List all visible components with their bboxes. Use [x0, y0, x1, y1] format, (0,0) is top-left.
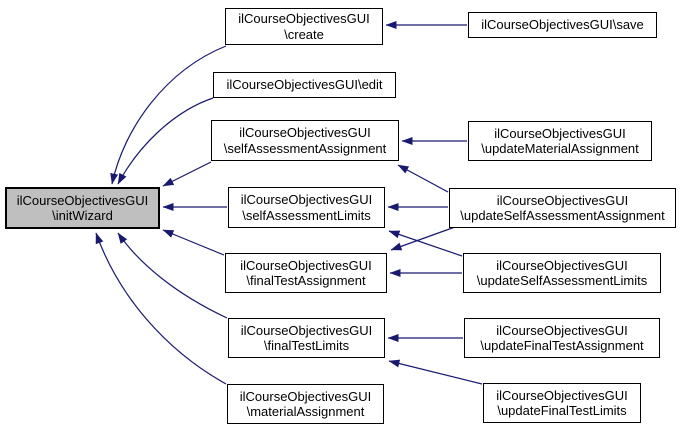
node-label: \updateFinalTestAssignment: [480, 338, 644, 353]
node-label: ilCourseObjectivesGUI: [496, 257, 628, 273]
edge-materialAssignment-to-initWizard: [95, 232, 227, 385]
node-label: ilCourseObjectivesGUI: [238, 11, 370, 26]
node-label: \selfAssessmentAssignment: [223, 140, 387, 156]
node-label: ilCourseObjectivesGUI: [239, 125, 371, 140]
node-label: \finalTestLimits: [263, 338, 350, 353]
node-selfAssessmentAssignment[interactable]: ilCourseObjectivesGUI\selfAssessmentAssi…: [211, 120, 399, 161]
node-initWizard[interactable]: ilCourseObjectivesGUI\initWizard: [5, 187, 160, 229]
node-label: \updateMaterialAssignment: [481, 141, 639, 156]
node-selfAssessmentLimits[interactable]: ilCourseObjectivesGUI\selfAssessmentLimi…: [228, 187, 385, 228]
node-finalTestAssignment[interactable]: ilCourseObjectivesGUI\finalTestAssignmen…: [225, 253, 387, 293]
node-label: ilCourseObjectivesGUI: [240, 257, 372, 273]
node-label: ilCourseObjectivesGUI\edit: [226, 77, 383, 93]
node-save[interactable]: ilCourseObjectivesGUI\save: [468, 12, 657, 38]
edge-updateSelfAssessmentAssignment-to-selfAssessmentAssignment: [397, 164, 449, 193]
node-updateMaterialAssignment[interactable]: ilCourseObjectivesGUI\updateMaterialAssi…: [468, 121, 652, 161]
edge-create-to-initWizard: [110, 45, 227, 185]
node-label: ilCourseObjectivesGUI: [240, 322, 373, 338]
node-label: \updateSelfAssessmentAssignment: [460, 208, 665, 223]
node-label: \selfAssessmentLimits: [242, 207, 371, 223]
node-label: ilCourseObjectivesGUI\save: [481, 17, 644, 33]
node-updateSelfAssessmentAssignment[interactable]: ilCourseObjectivesGUI\updateSelfAssessme…: [449, 188, 676, 228]
node-label: ilCourseObjectivesGUI: [16, 192, 149, 208]
node-label: \materialAssignment: [246, 404, 365, 419]
node-create[interactable]: ilCourseObjectivesGUI\create: [225, 8, 383, 45]
node-label: ilCourseObjectivesGUI: [496, 322, 628, 338]
node-edit[interactable]: ilCourseObjectivesGUI\edit: [213, 72, 396, 98]
node-label: \updateFinalTestLimits: [497, 403, 627, 418]
node-label: ilCourseObjectivesGUI: [240, 192, 373, 207]
node-label: ilCourseObjectivesGUI: [239, 388, 372, 404]
edge-updateFinalTestLimits-to-finalTestLimits: [388, 359, 483, 385]
node-label: ilCourseObjectivesGUI: [496, 387, 628, 403]
edge-selfAssessmentAssignment-to-initWizard: [162, 161, 212, 187]
node-label: \create: [284, 26, 324, 42]
edge-finalTestLimits-to-initWizard: [117, 232, 228, 319]
node-finalTestLimits[interactable]: ilCourseObjectivesGUI\finalTestLimits: [228, 318, 385, 358]
node-label: \initWizard: [52, 208, 113, 223]
edge-edit-to-initWizard: [117, 97, 214, 185]
node-materialAssignment[interactable]: ilCourseObjectivesGUI\materialAssignment: [227, 384, 384, 424]
edge-updateSelfAssessmentAssignment-to-finalTestAssignment: [390, 226, 456, 251]
node-label: ilCourseObjectivesGUI: [496, 192, 629, 208]
node-label: \finalTestAssignment: [246, 273, 366, 288]
node-updateFinalTestLimits[interactable]: ilCourseObjectivesGUI\updateFinalTestLim…: [483, 383, 641, 423]
node-updateSelfAssessmentLimits[interactable]: ilCourseObjectivesGUI\updateSelfAssessme…: [463, 253, 661, 293]
node-label: \updateSelfAssessmentLimits: [476, 273, 648, 288]
edge-finalTestAssignment-to-initWizard: [162, 229, 225, 256]
edge-updateSelfAssessmentLimits-to-selfAssessmentLimits: [388, 230, 463, 257]
node-updateFinalTestAssignment[interactable]: ilCourseObjectivesGUI\updateFinalTestAss…: [464, 318, 660, 358]
node-label: ilCourseObjectivesGUI: [494, 125, 626, 141]
